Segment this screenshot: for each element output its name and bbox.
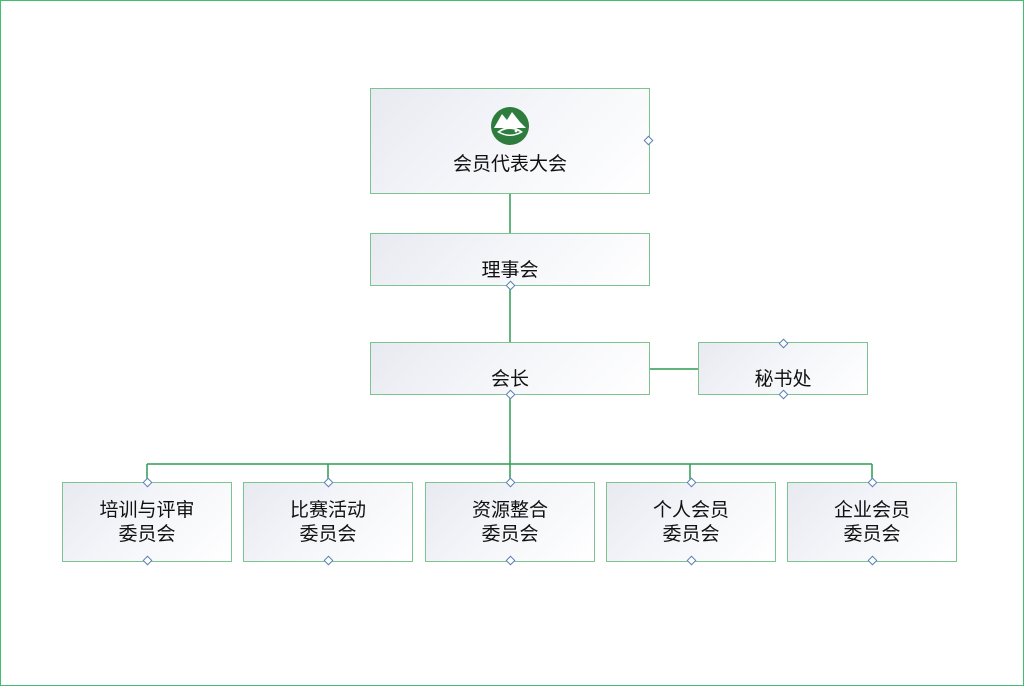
node-secretariat[interactable]: 秘书处 bbox=[698, 342, 868, 395]
node-label-line1: 个人会员 bbox=[652, 499, 729, 521]
node-label-line1: 资源整合 bbox=[471, 499, 548, 521]
node-label-line1: 比赛活动 bbox=[289, 499, 366, 521]
leaf-mountain-logo-icon bbox=[491, 107, 529, 145]
node-competition-activity-committee[interactable]: 比赛活动 委员会 bbox=[243, 482, 413, 562]
node-label-line2: 委员会 bbox=[843, 523, 901, 545]
node-label-line1: 培训与评审 bbox=[99, 499, 195, 521]
node-label-line2: 委员会 bbox=[118, 523, 176, 545]
node-council[interactable]: 理事会 bbox=[370, 233, 650, 286]
node-training-review-committee[interactable]: 培训与评审 委员会 bbox=[62, 482, 232, 562]
node-individual-member-committee[interactable]: 个人会员 委员会 bbox=[606, 482, 776, 562]
node-label-line2: 委员会 bbox=[481, 523, 539, 545]
node-member-representative-assembly[interactable]: 会员代表大会 bbox=[370, 88, 650, 194]
node-label-line2: 委员会 bbox=[299, 523, 357, 545]
node-president[interactable]: 会长 bbox=[370, 342, 650, 395]
node-label: 理事会 bbox=[481, 258, 539, 281]
node-label: 秘书处 bbox=[754, 367, 812, 390]
node-label-line1: 企业会员 bbox=[833, 499, 910, 521]
node-resource-integration-committee[interactable]: 资源整合 委员会 bbox=[425, 482, 595, 562]
node-label: 会员代表大会 bbox=[452, 153, 567, 175]
node-enterprise-member-committee[interactable]: 企业会员 委员会 bbox=[787, 482, 957, 562]
node-label: 会长 bbox=[490, 367, 529, 390]
node-label-line2: 委员会 bbox=[662, 523, 720, 545]
